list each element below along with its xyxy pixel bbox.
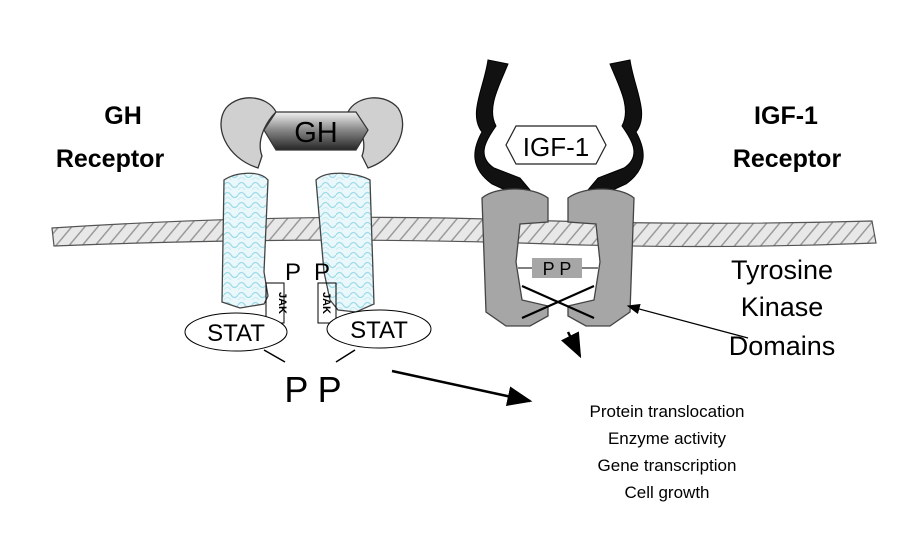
kinase-pointer-arrow (626, 303, 749, 339)
kinase-cross-line-2 (521, 284, 595, 320)
gh-receptor-subunits (221, 172, 375, 313)
outcome-item: Cell growth (624, 483, 709, 502)
cell-membrane (51, 216, 877, 248)
jak-label-right: JAK (320, 292, 332, 314)
igf1-ligand-label: IGF-1 (523, 132, 589, 162)
outcomes-list: Protein translocation Enzyme activity Ge… (590, 402, 745, 502)
outcome-item: Gene transcription (598, 456, 737, 475)
stat-link-left (263, 349, 286, 363)
igf1-receptor-subunits (481, 188, 635, 327)
stat-label-left: STAT (207, 320, 265, 347)
jak-label-left: JAK (276, 292, 288, 314)
gh-ligand: GH (263, 111, 369, 151)
kinase-label-line3: Domains (729, 331, 836, 361)
jak-box-right (317, 282, 337, 324)
gh-ligand-label: GH (294, 117, 338, 149)
gh-stat-phospho: P P (284, 369, 341, 410)
gh-receptor-title-line1: GH (104, 102, 142, 130)
igf-phospho: P P (543, 259, 572, 279)
igf1-receptor-title-line1: IGF-1 (754, 102, 818, 130)
stat-ellipse-right (326, 309, 432, 349)
gh-phospho-right: P (314, 259, 330, 286)
outcome-item: Enzyme activity (608, 429, 727, 448)
igf1-receptor-title-line2: Receptor (733, 145, 842, 173)
stat-ellipse-left (184, 312, 288, 352)
outcome-item: Protein translocation (590, 402, 745, 421)
kinase-label-line2: Kinase (741, 292, 824, 322)
kinase-label-line1: Tyrosine (731, 255, 833, 285)
stat-link-right (335, 349, 356, 363)
igf-downstream-arrow (560, 331, 582, 359)
gh-downstream-arrow (391, 369, 533, 406)
gh-receptor-title-line2: Receptor (56, 145, 165, 173)
igf1-ligand: IGF-1 (505, 125, 607, 165)
stat-label-right: STAT (350, 317, 408, 344)
gh-phospho-left: P (285, 259, 301, 286)
